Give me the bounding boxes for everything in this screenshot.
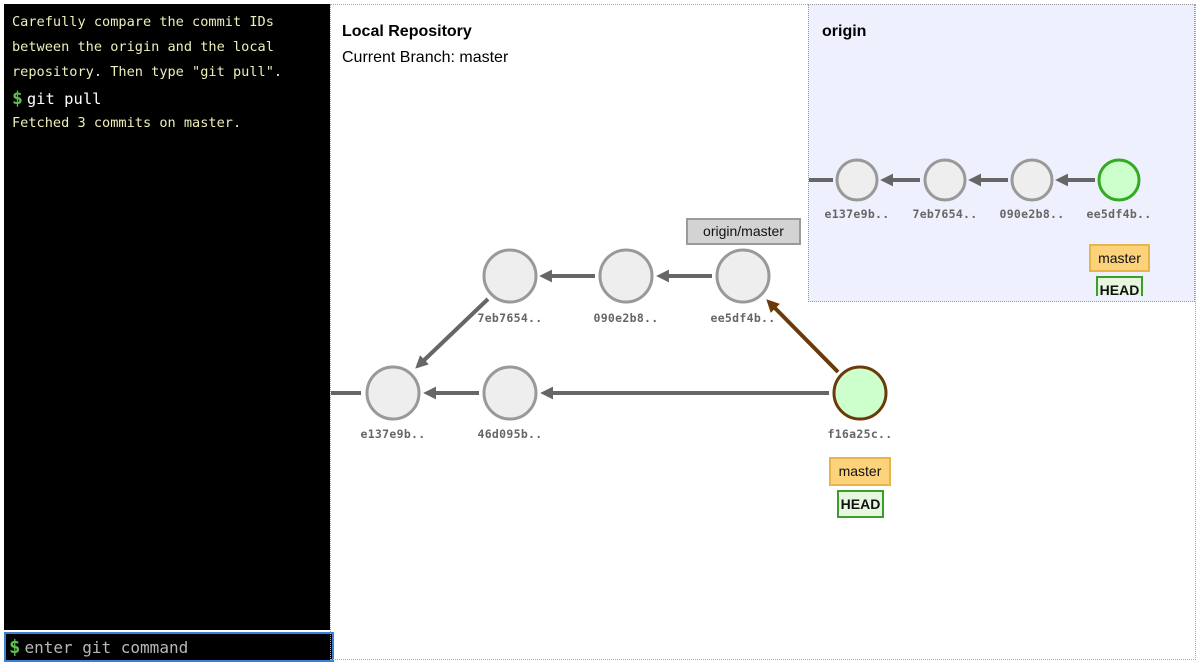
local-repository-panel [330,4,1196,660]
input-prompt-dollar-icon: $ [9,636,21,658]
origin-sha-ee5df4b: ee5df4b.. [1086,207,1151,221]
local-sha-f16a25c: f16a25c.. [827,427,892,441]
origin-title: origin [822,23,867,40]
terminal-output: Fetched 3 commits on master. [12,115,242,131]
terminal: Carefully compare the commit IDs between… [4,4,330,630]
terminal-command-line: $ git pull [12,87,322,111]
local-commit-e137e9b[interactable] [365,365,421,421]
local-sha-7eb7654: 7eb7654.. [477,311,542,325]
local-head-tag: HEAD [837,490,884,518]
local-sha-e137e9b: e137e9b.. [360,427,425,441]
origin-commit-e137e9b[interactable] [835,158,879,202]
local-commit-f16a25c[interactable] [832,365,888,421]
current-branch-label: Current Branch: master [342,49,509,66]
origin-commit-7eb7654[interactable] [923,158,967,202]
git-command-input[interactable] [24,637,332,657]
local-repository-title: Local Repository [342,23,472,40]
prompt-dollar-icon: $ [12,88,23,109]
local-sha-090e2b8: 090e2b8.. [593,311,658,325]
origin-master-tag: origin/master [686,218,801,245]
local-master-branch-tag: master [829,457,891,486]
origin-head-tag: HEAD [1096,276,1143,296]
local-edge-f16a25c-to-ee5df4b [766,299,840,374]
origin-sha-090e2b8: 090e2b8.. [999,207,1064,221]
terminal-command: git pull [26,90,102,108]
terminal-hint: Carefully compare the commit IDs between… [12,14,283,80]
local-commit-46d095b[interactable] [482,365,538,421]
origin-master-branch-tag: master [1089,244,1150,272]
local-sha-ee5df4b: ee5df4b.. [710,311,775,325]
local-commit-7eb7654[interactable] [482,248,538,304]
local-sha-46d095b: 46d095b.. [477,427,542,441]
origin-sha-e137e9b: e137e9b.. [824,207,889,221]
origin-commit-ee5df4b[interactable] [1097,158,1141,202]
local-edge-7eb7654-to-e137e9b [415,297,490,369]
command-input-bar[interactable]: $ [4,632,334,662]
origin-sha-7eb7654: 7eb7654.. [912,207,977,221]
local-commit-ee5df4b[interactable] [715,248,771,304]
local-commit-090e2b8[interactable] [598,248,654,304]
origin-commit-090e2b8[interactable] [1010,158,1054,202]
